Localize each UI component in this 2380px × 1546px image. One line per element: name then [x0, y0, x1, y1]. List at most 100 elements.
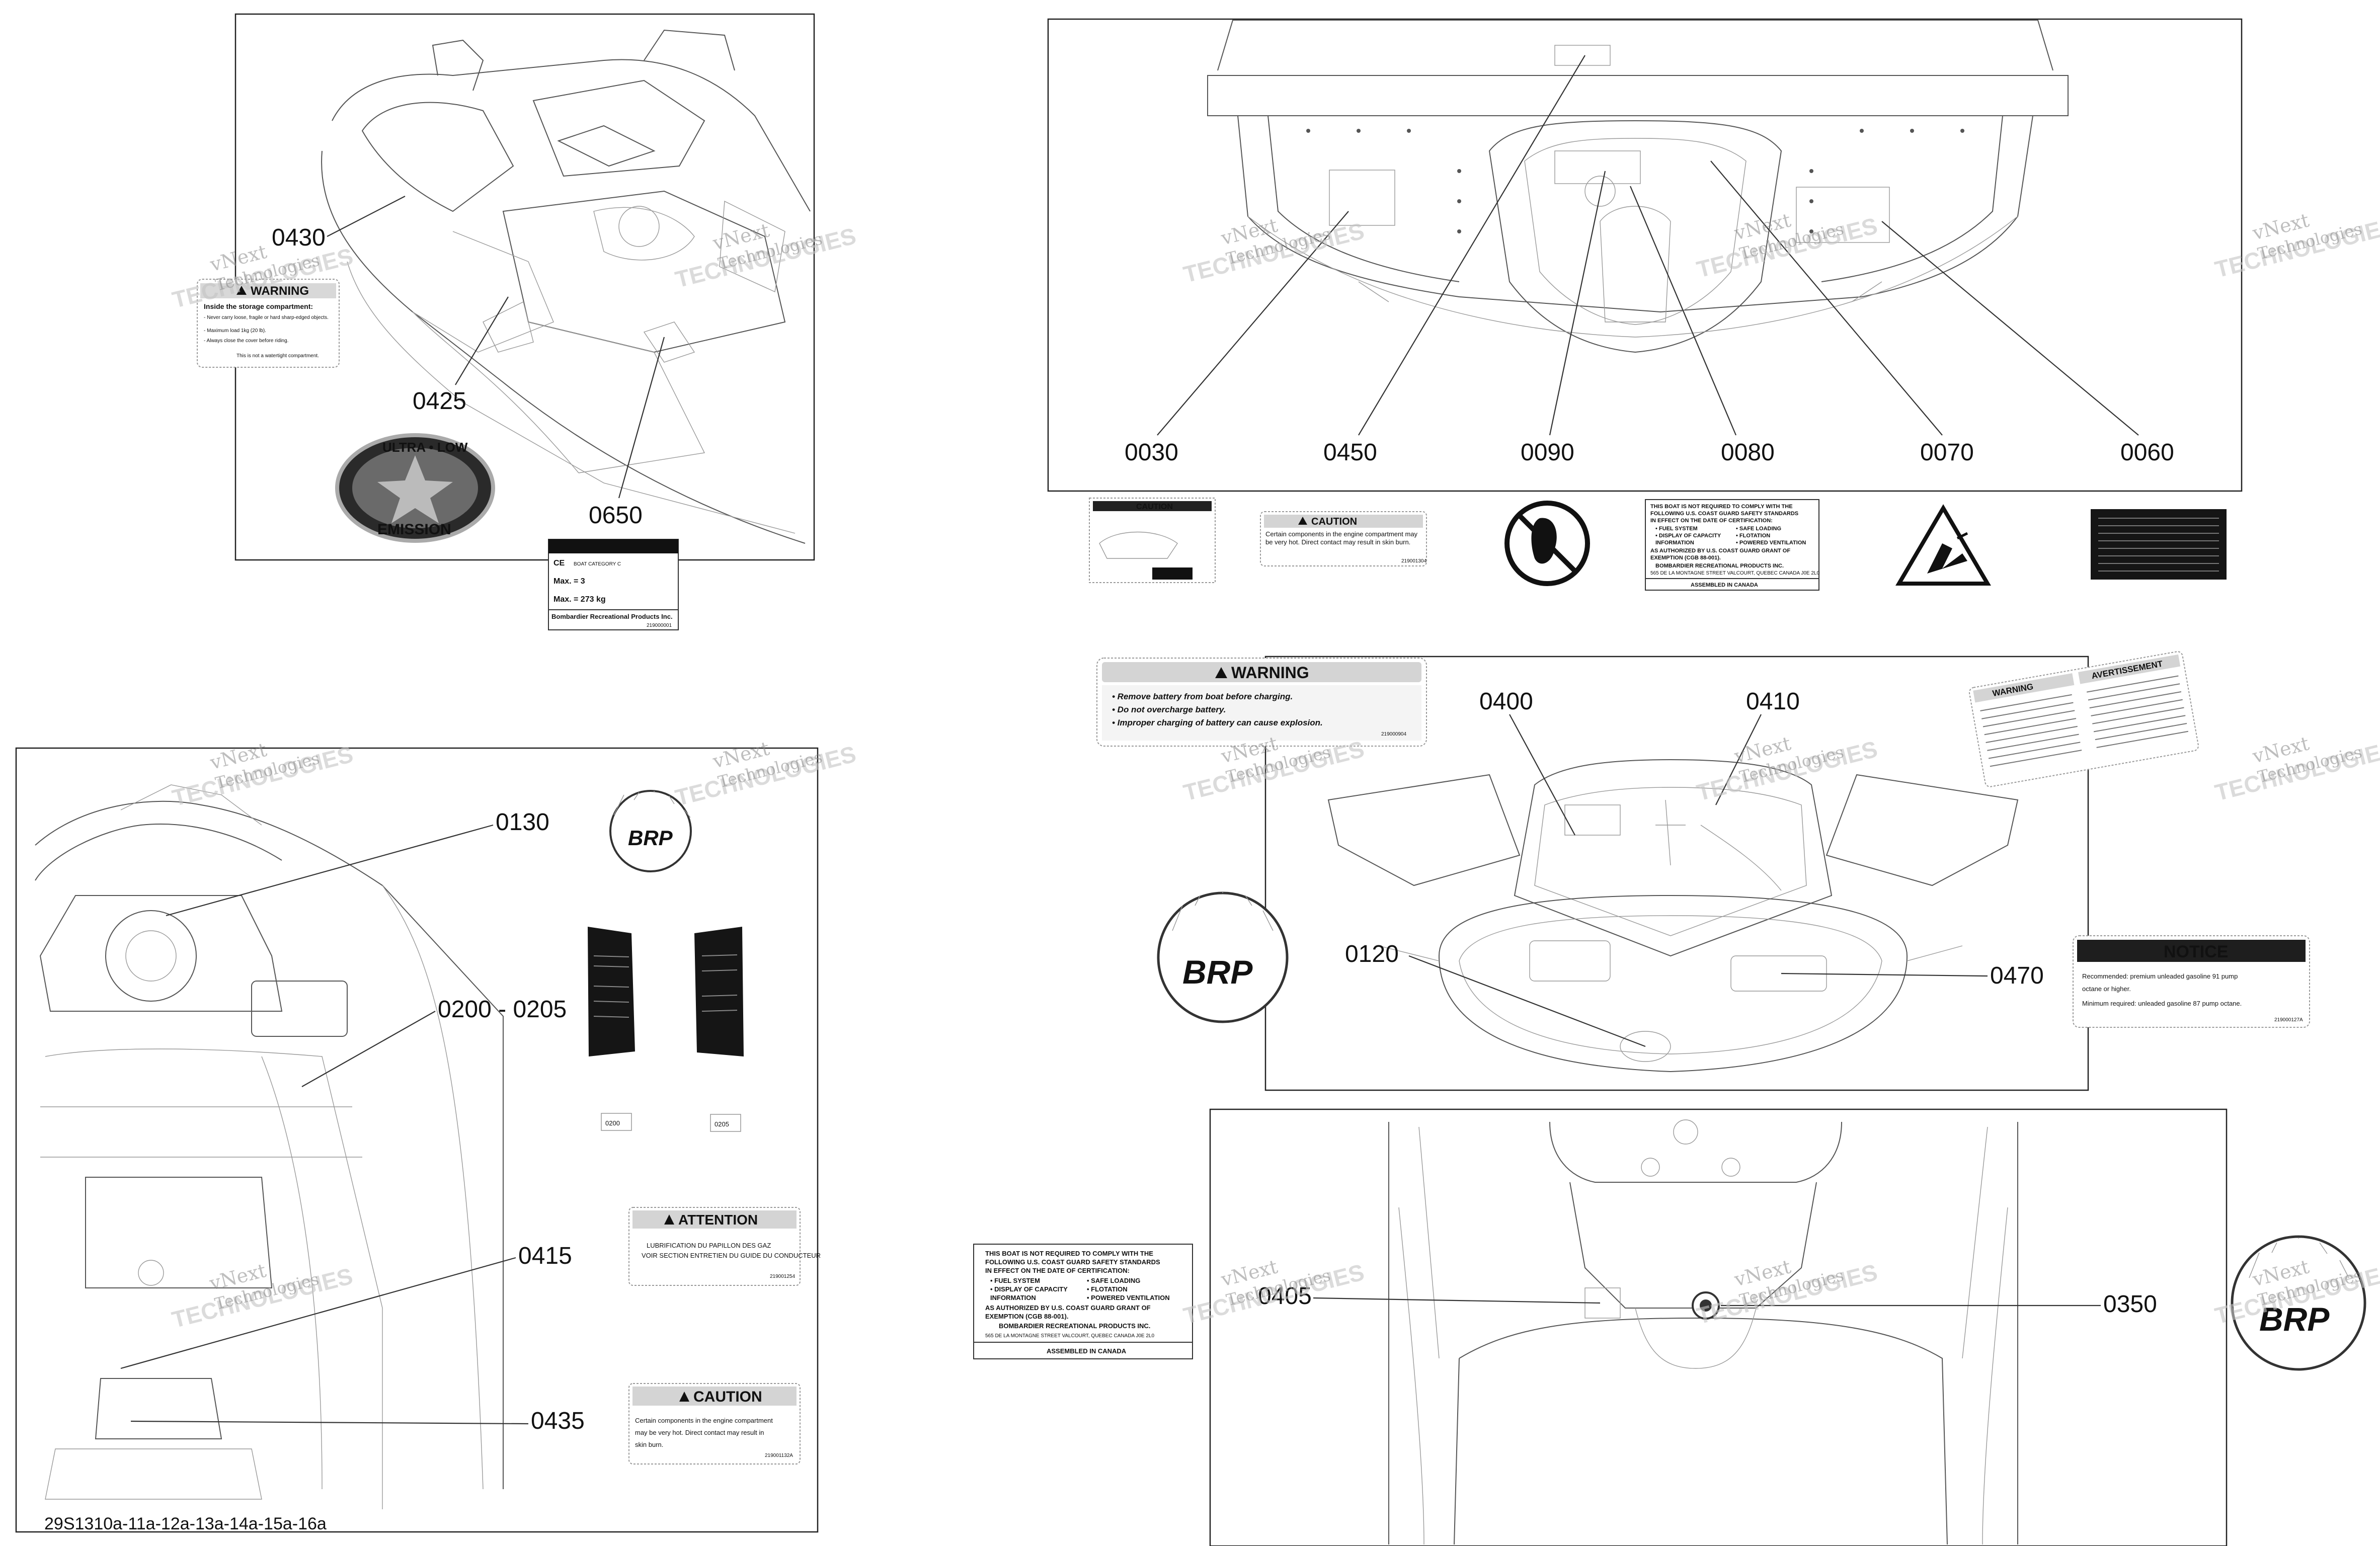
svg-text:• DISPLAY OF CAPACITY: • DISPLAY OF CAPACITY: [1655, 533, 1721, 539]
svg-text:BRP: BRP: [1182, 953, 1253, 991]
svg-text:WARNING: WARNING: [251, 284, 309, 298]
caution-label-engine-bottom: CAUTION Certain components in the engine…: [628, 1383, 801, 1464]
svg-text:THIS BOAT IS NOT REQUIRED TO C: THIS BOAT IS NOT REQUIRED TO COMPLY WITH…: [1650, 504, 1793, 510]
brp-logo-small: BRP: [609, 790, 692, 872]
svg-text:Minimum required: unleaded gas: Minimum required: unleaded gasoline 87 p…: [2082, 1000, 2242, 1007]
callout-0070: 0070: [1920, 439, 1974, 466]
warning-triangle-icon: [1215, 667, 1227, 678]
svg-text:ASSEMBLED IN CANADA: ASSEMBLED IN CANADA: [1691, 582, 1758, 588]
svg-text:AS AUTHORIZED BY U.S. COAST GU: AS AUTHORIZED BY U.S. COAST GUARD GRANT …: [985, 1304, 1151, 1312]
svg-text:EMISSION: EMISSION: [377, 521, 451, 538]
diagram-reference-code: 29S1310a-11a-12a-13a-14a-15a-16a: [44, 1514, 327, 1533]
svg-text:skin burn.: skin burn.: [635, 1441, 663, 1448]
panel-rear: 0030 0450 0090 0080 0070 0060 CAUTION CA…: [1047, 18, 2243, 591]
callout-0400: 0400: [1479, 688, 1533, 715]
svg-text:BRP: BRP: [2259, 1300, 2330, 1338]
svg-text:219000904: 219000904: [1381, 731, 1406, 737]
svg-text:• Improper charging of battery: • Improper charging of battery can cause…: [1112, 718, 1323, 727]
warning-triangle-icon: [679, 1392, 689, 1402]
caution-label-small: CAUTION: [1089, 498, 1216, 583]
brp-logo-right: BRP: [2231, 1235, 2366, 1371]
svg-text:INFORMATION: INFORMATION: [1655, 540, 1694, 546]
panel-front-deck: 0130 0200 - 0205 0415 0435 BRP 0200: [15, 747, 821, 1533]
svg-text:• FUEL SYSTEM: • FUEL SYSTEM: [1655, 526, 1698, 532]
svg-text:FOLLOWING U.S. COAST GUARD SAF: FOLLOWING U.S. COAST GUARD SAFETY STANDA…: [985, 1258, 1160, 1266]
svg-text:219001254: 219001254: [770, 1274, 795, 1279]
warning-battery-label: WARNING • Remove battery from boat befor…: [1096, 658, 1427, 747]
svg-text:• FLOTATION: • FLOTATION: [1736, 533, 1770, 539]
svg-text:219000127A: 219000127A: [2274, 1017, 2303, 1023]
svg-text:Max. = 3: Max. = 3: [553, 577, 585, 586]
svg-text:- Never carry loose, fragile o: - Never carry loose, fragile or hard sha…: [204, 315, 329, 320]
svg-text:may be very hot. Direct contac: may be very hot. Direct contact may resu…: [635, 1429, 764, 1436]
panel-storage: 0430 0425 0650 WARNING Inside the storag…: [197, 13, 815, 630]
callout-0080: 0080: [1721, 439, 1775, 466]
svg-text:• POWERED VENTILATION: • POWERED VENTILATION: [1736, 540, 1806, 546]
svg-text:Max. = 273 kg: Max. = 273 kg: [553, 595, 606, 604]
svg-text:CAUTION: CAUTION: [693, 1389, 762, 1405]
svg-text:• FUEL SYSTEM: • FUEL SYSTEM: [990, 1277, 1040, 1284]
svg-text:NOTICE: NOTICE: [2164, 942, 2228, 961]
svg-text:VOIR SECTION ENTRETIEN DU GUID: VOIR SECTION ENTRETIEN DU GUIDE DU CONDU…: [642, 1252, 821, 1259]
brp-logo-large: BRP: [1157, 891, 1289, 1023]
callout-0430: 0430: [272, 224, 326, 251]
svg-text:THIS BOAT IS NOT REQUIRED TO C: THIS BOAT IS NOT REQUIRED TO COMPLY WITH…: [985, 1250, 1153, 1257]
attention-label: ATTENTION LUBRIFICATION DU PAPILLON DES …: [628, 1207, 821, 1286]
svg-text:• Do not overcharge battery.: • Do not overcharge battery.: [1112, 705, 1226, 714]
svg-text:INFORMATION: INFORMATION: [990, 1294, 1036, 1301]
svg-text:IN EFFECT ON THE DATE OF CERTI: IN EFFECT ON THE DATE OF CERTIFICATION:: [985, 1267, 1130, 1274]
svg-text:ULTRA • LOW: ULTRA • LOW: [382, 440, 468, 455]
svg-text:EXEMPTION (CGB 88-001).: EXEMPTION (CGB 88-001).: [985, 1313, 1068, 1320]
svg-text:CE: CE: [553, 559, 565, 567]
svg-text:0205: 0205: [715, 1120, 729, 1128]
uscg-exemption-label-top: THIS BOAT IS NOT REQUIRED TO COMPLY WITH…: [1645, 499, 1819, 591]
black-info-plate: [2091, 509, 2227, 580]
svg-text:IN EFFECT ON THE DATE OF CERTI: IN EFFECT ON THE DATE OF CERTIFICATION:: [1650, 518, 1773, 524]
capacity-plate: CE BOAT CATEGORY C Max. = 3 Max. = 273 k…: [548, 539, 679, 630]
svg-text:BOMBARDIER RECREATIONAL PRODUC: BOMBARDIER RECREATIONAL PRODUCTS INC.: [999, 1322, 1150, 1330]
svg-text:BOAT CATEGORY C: BOAT CATEGORY C: [574, 561, 621, 567]
svg-text:- Always close the cover befor: - Always close the cover before riding.: [204, 338, 288, 344]
svg-text:CAUTION: CAUTION: [1136, 503, 1173, 511]
callout-0030: 0030: [1125, 439, 1178, 466]
callout-0090: 0090: [1521, 439, 1574, 466]
svg-text:This is not a watertight compa: This is not a watertight compartment.: [236, 353, 319, 359]
callout-0405: 0405: [1258, 1283, 1312, 1310]
svg-text:565 DE LA MONTAGNE STREET VALC: 565 DE LA MONTAGNE STREET VALCOURT, QUEB…: [1650, 571, 1819, 576]
star-icon: [377, 455, 453, 523]
svg-text:Inside the storage compartment: Inside the storage compartment:: [204, 302, 313, 310]
svg-text:FOLLOWING U.S. COAST GUARD SAF: FOLLOWING U.S. COAST GUARD SAFETY STANDA…: [1650, 511, 1798, 517]
svg-text:565 DE LA MONTAGNE STREET VALC: 565 DE LA MONTAGNE STREET VALCOURT, QUEB…: [985, 1333, 1154, 1339]
decal-0200: 0200: [588, 927, 635, 1131]
warning-bilingual-label: WARNING AVERTISSEMENT: [1968, 651, 2199, 787]
uscg-exemption-label-bottom: THIS BOAT IS NOT REQUIRED TO COMPLY WITH…: [973, 1244, 1193, 1359]
svg-text:• SAFE LOADING: • SAFE LOADING: [1736, 526, 1781, 532]
svg-text:• SAFE LOADING: • SAFE LOADING: [1087, 1277, 1140, 1284]
panel-console: 0400 0410 0120 0470 WARNING • Remove bat…: [1096, 651, 2310, 1091]
decal-0205: 0205: [694, 927, 744, 1132]
callout-0650: 0650: [589, 502, 643, 529]
svg-text:EXEMPTION (CGB 88-001).: EXEMPTION (CGB 88-001).: [1650, 555, 1721, 561]
warning-triangle-icon: [236, 286, 247, 295]
svg-text:CAUTION: CAUTION: [1311, 516, 1357, 527]
caution-label-engine-top: CAUTION Certain components in the engine…: [1260, 511, 1427, 566]
warning-storage-label: WARNING Inside the storage compartment: …: [197, 279, 340, 368]
svg-text:octane or higher.: octane or higher.: [2082, 985, 2131, 993]
svg-text:ASSEMBLED IN CANADA: ASSEMBLED IN CANADA: [1047, 1347, 1127, 1355]
svg-text:• POWERED VENTILATION: • POWERED VENTILATION: [1087, 1294, 1170, 1301]
warning-triangle-icon: [1298, 517, 1307, 525]
svg-text:Bombardier Recreational Produc: Bombardier Recreational Products Inc.: [551, 613, 673, 620]
hand-hazard-icon: [1895, 504, 1991, 586]
callout-0450: 0450: [1323, 439, 1377, 466]
callout-0435: 0435: [531, 1408, 585, 1434]
no-step-icon: [1504, 501, 1590, 586]
callout-0425: 0425: [413, 388, 466, 415]
svg-text:LUBRIFICATION DU PAPILLON DES: LUBRIFICATION DU PAPILLON DES GAZ: [647, 1242, 771, 1249]
svg-text:BRP: BRP: [628, 826, 673, 850]
svg-text:- Maximum load 1kg (20 lb).: - Maximum load 1kg (20 lb).: [204, 328, 266, 334]
svg-text:AS AUTHORIZED BY U.S. COAST GU: AS AUTHORIZED BY U.S. COAST GUARD GRANT …: [1650, 548, 1790, 554]
svg-text:219000001: 219000001: [647, 623, 672, 628]
callout-0350: 0350: [2103, 1291, 2157, 1318]
callout-0470: 0470: [1990, 962, 2044, 989]
